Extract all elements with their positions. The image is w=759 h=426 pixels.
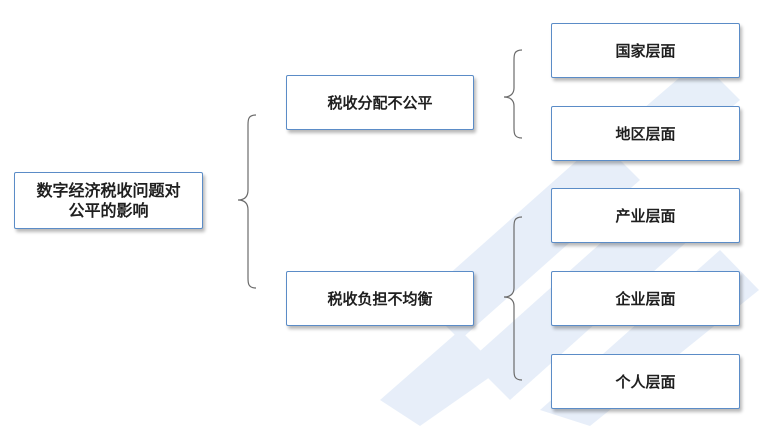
leaf-node-enterprise: 企业层面: [551, 271, 740, 326]
root-line-2: 公平的影响: [68, 200, 149, 220]
leaf-node-industry: 产业层面: [551, 188, 740, 243]
brace-branch-1: [503, 49, 523, 139]
branch-node-1: 税收分配不公平: [286, 75, 474, 130]
brace-branch-2: [503, 216, 523, 381]
leaf-node-regional: 地区层面: [551, 106, 740, 161]
root-line-1: 数字经济税收问题对: [36, 180, 181, 200]
brace-root: [237, 114, 257, 289]
leaf-node-national: 国家层面: [551, 23, 740, 78]
root-node: 数字经济税收问题对 公平的影响: [14, 172, 203, 229]
root-node-text: 数字经济税收问题对 公平的影响: [36, 181, 180, 221]
branch-node-2: 税收负担不均衡: [286, 271, 474, 326]
leaf-node-individual: 个人层面: [551, 354, 740, 409]
